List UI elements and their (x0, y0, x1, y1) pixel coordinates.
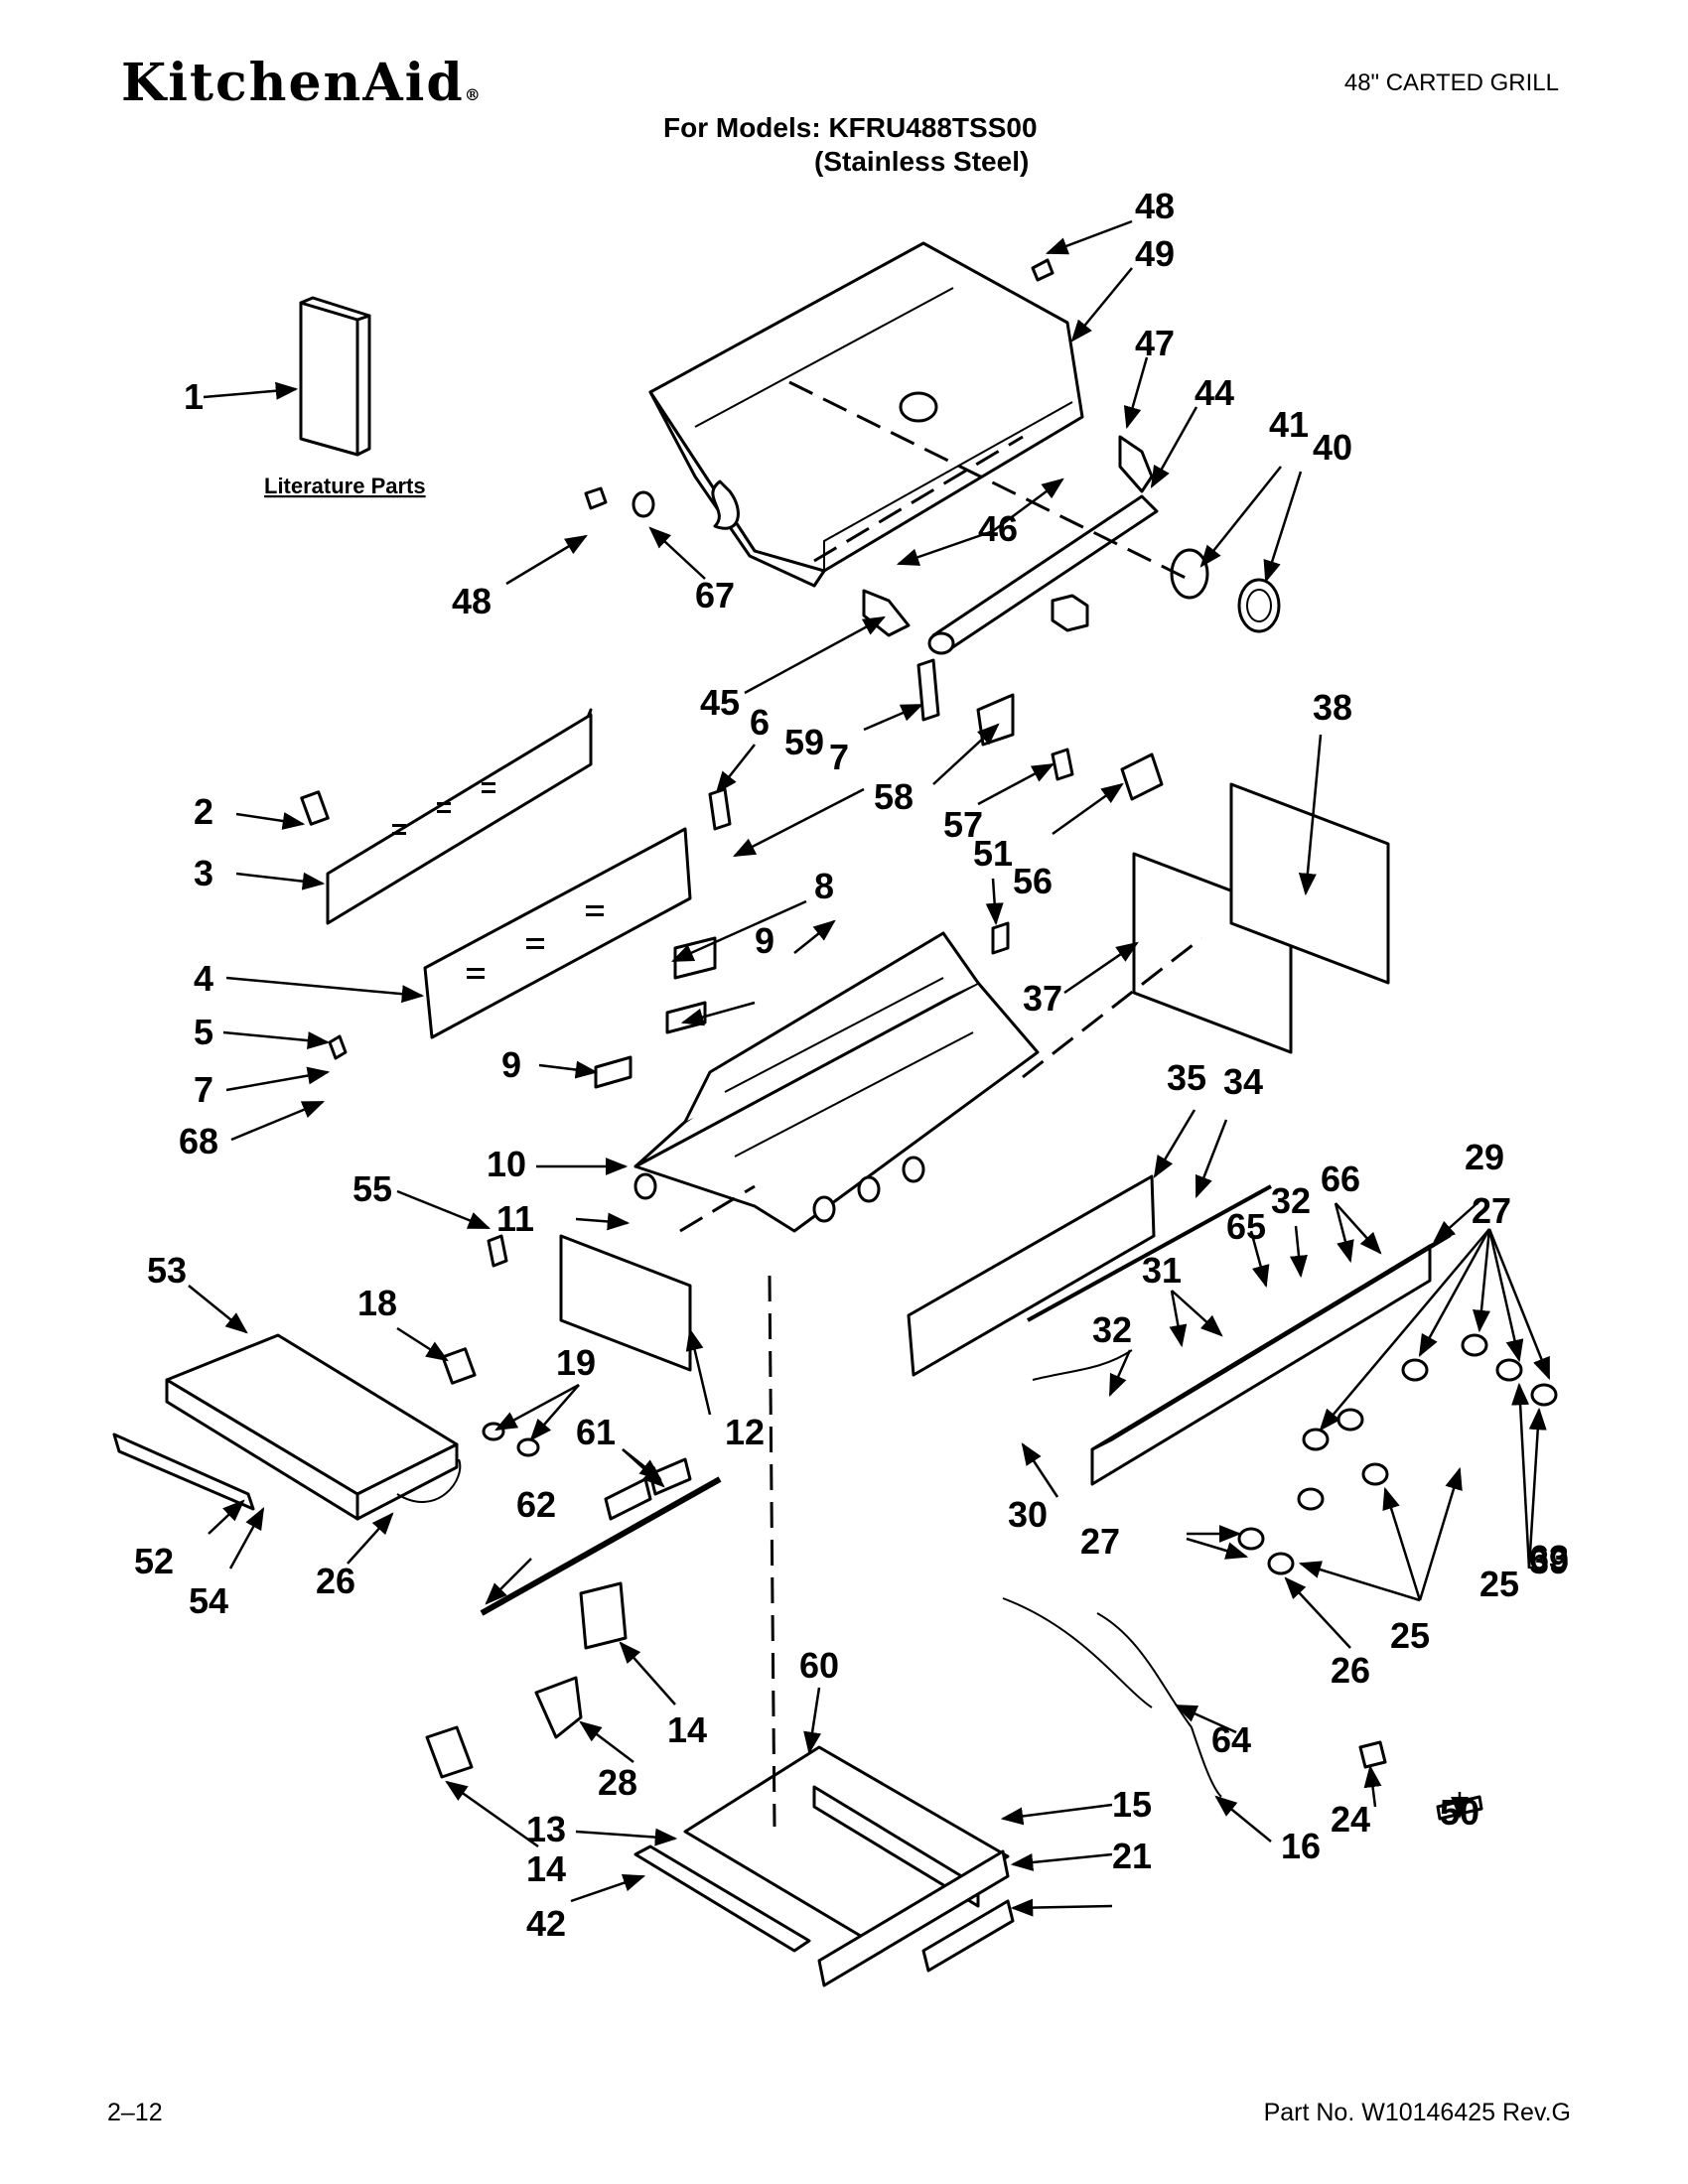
callout-label: 25 (1390, 1615, 1430, 1656)
callout-label: 52 (134, 1541, 174, 1581)
callout-label: 48 (1135, 186, 1175, 226)
literature-parts-label: Literature Parts (264, 474, 426, 498)
callout-label: 26 (316, 1561, 355, 1601)
grill-hood (648, 241, 1084, 588)
callout-label: 19 (556, 1342, 596, 1383)
callout-label: 68 (179, 1121, 218, 1161)
callout-label: 2 (194, 791, 213, 832)
callout-label: 45 (700, 682, 740, 723)
callout-label: 40 (1313, 427, 1352, 468)
model-line-2: (Stainless Steel) (814, 146, 1030, 177)
callout-label: 37 (1023, 978, 1062, 1019)
callout-label: 24 (1331, 1799, 1370, 1840)
model-heading: For Models: KFRU488TSS00 (Stainless Stee… (663, 111, 1038, 179)
misc-parts (441, 1347, 722, 1616)
callout-label: 14 (667, 1709, 707, 1750)
callout-label: 3 (194, 853, 213, 893)
brand-logo: KitchenAid® (121, 58, 483, 109)
callout-label: 44 (1195, 372, 1234, 413)
callout-label: 42 (526, 1903, 566, 1944)
rear-panels (300, 708, 692, 1060)
callout-label: 18 (357, 1283, 397, 1323)
callout-label: 27 (1080, 1521, 1120, 1562)
callout-label: 58 (874, 776, 914, 817)
callout-label: 53 (147, 1250, 187, 1291)
callout-label: 32 (1092, 1309, 1132, 1350)
callout-label: 49 (1135, 233, 1175, 274)
callout-label: 30 (1008, 1494, 1048, 1535)
literature-booklet (299, 296, 371, 457)
hardware-parts (584, 258, 1281, 633)
electrical-parts (425, 1581, 1483, 1821)
callout-label: 9 (501, 1044, 521, 1085)
callout-label: 63 (1529, 1538, 1569, 1578)
control-knobs (1237, 1333, 1558, 1575)
callout-label: 4 (194, 958, 213, 999)
callout-label: 6 (750, 702, 770, 743)
callout-label: 26 (1331, 1650, 1370, 1691)
callout-label: 61 (576, 1412, 616, 1452)
control-panel (907, 1174, 1452, 1486)
callout-label: 8 (814, 866, 834, 906)
callout-label: 25 (1479, 1564, 1519, 1604)
callout-label: 64 (1211, 1719, 1251, 1760)
callout-label: 13 (526, 1809, 566, 1849)
callout-label: 38 (1313, 687, 1352, 728)
callout-label: 14 (526, 1848, 566, 1889)
callout-label: 50 (1440, 1792, 1479, 1833)
callout-label: 10 (487, 1144, 526, 1184)
callout-label: 60 (799, 1645, 839, 1686)
brand-registered-mark: ® (464, 85, 483, 104)
callout-labels: 1 48 49 47 44 41 40 46 48 67 45 6 59 7 5… (134, 186, 1569, 1944)
callout-label: 59 (784, 722, 824, 762)
callout-label: 28 (598, 1762, 637, 1803)
callout-label: 11 (496, 1198, 534, 1239)
callout-label: 27 (1472, 1190, 1511, 1231)
callout-label: 15 (1112, 1784, 1152, 1825)
callout-label: 46 (978, 508, 1018, 549)
part-number: Part No. W10146425 Rev.G (1263, 2099, 1571, 2126)
model-line-1: For Models: KFRU488TSS00 (663, 112, 1038, 143)
drip-tray (112, 1333, 462, 1521)
callout-label: 9 (755, 920, 774, 961)
callout-label: 7 (829, 737, 849, 777)
callout-label: 31 (1142, 1250, 1182, 1291)
callout-label: 21 (1112, 1836, 1152, 1876)
page-number: 2–12 (107, 2099, 163, 2126)
callout-label: 34 (1223, 1061, 1263, 1102)
callout-label: 16 (1281, 1826, 1321, 1866)
callout-label: 41 (1269, 404, 1309, 445)
document-type: 48" CARTED GRILL (1343, 69, 1559, 96)
cart-base (633, 1745, 1015, 1987)
callout-label: 7 (194, 1069, 213, 1110)
callout-label: 32 (1271, 1180, 1311, 1221)
callout-label: 35 (1167, 1057, 1206, 1098)
callout-label: 1 (184, 376, 204, 417)
callout-label: 56 (1013, 861, 1053, 901)
callout-label: 62 (516, 1484, 556, 1525)
callout-label: 48 (452, 581, 492, 621)
grill-body (633, 931, 1040, 1233)
callout-label: 57 (943, 804, 983, 845)
callout-label: 66 (1321, 1159, 1360, 1199)
assembly-leader-lines (679, 380, 1202, 1828)
callout-label: 39 (1529, 1541, 1569, 1581)
callout-arrows (188, 219, 1551, 1917)
brand-name: KitchenAid (121, 53, 465, 113)
callout-label: 12 (725, 1412, 765, 1452)
callout-label: 54 (189, 1580, 228, 1621)
callout-label: 55 (352, 1168, 392, 1209)
callout-label: 29 (1465, 1137, 1504, 1177)
rear-panel-vents (392, 782, 604, 979)
callout-label: 67 (695, 575, 735, 615)
callout-label: 65 (1226, 1206, 1266, 1247)
callout-label: 51 (973, 833, 1013, 874)
callout-label: 5 (194, 1012, 213, 1052)
callout-label: 47 (1135, 323, 1175, 363)
